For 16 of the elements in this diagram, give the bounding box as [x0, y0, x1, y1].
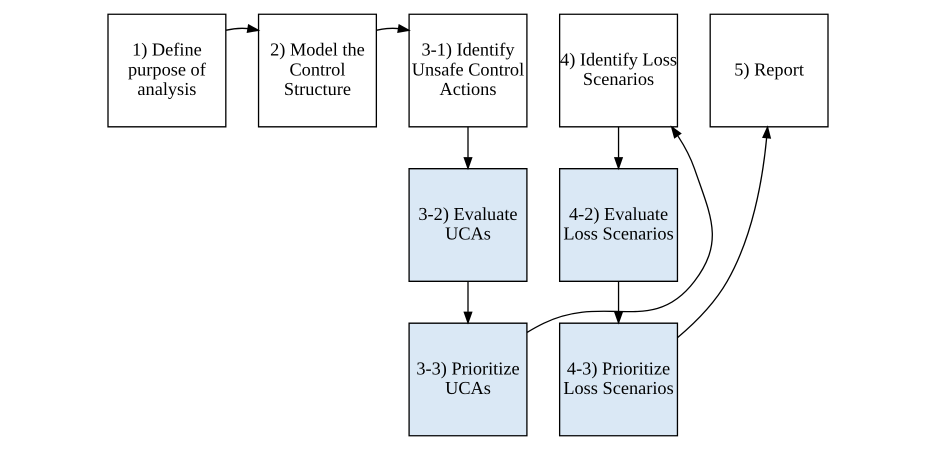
- arrow: [677, 124, 772, 338]
- arrow: [226, 23, 260, 32]
- node-box: 4-2) Evaluate Loss Scenarios: [558, 168, 678, 282]
- node-box: 3-1) Identify Unsafe Control Actions: [408, 13, 528, 127]
- arrow: [376, 23, 411, 32]
- arrow: [526, 124, 713, 332]
- node-box: 3-3) Prioritize UCAs: [408, 322, 528, 436]
- node-box: 5) Report: [710, 13, 829, 127]
- node-box: 1) Define purpose of analysis: [107, 13, 226, 127]
- node-box: 4-3) Prioritize Loss Scenarios: [558, 322, 678, 436]
- node-box: 3-2) Evaluate UCAs: [408, 168, 528, 282]
- arrow: [614, 126, 624, 170]
- arrow: [614, 281, 624, 324]
- arrow: [463, 126, 473, 170]
- arrow: [463, 281, 473, 324]
- node-box: 2) Model the Control Structure: [258, 13, 378, 127]
